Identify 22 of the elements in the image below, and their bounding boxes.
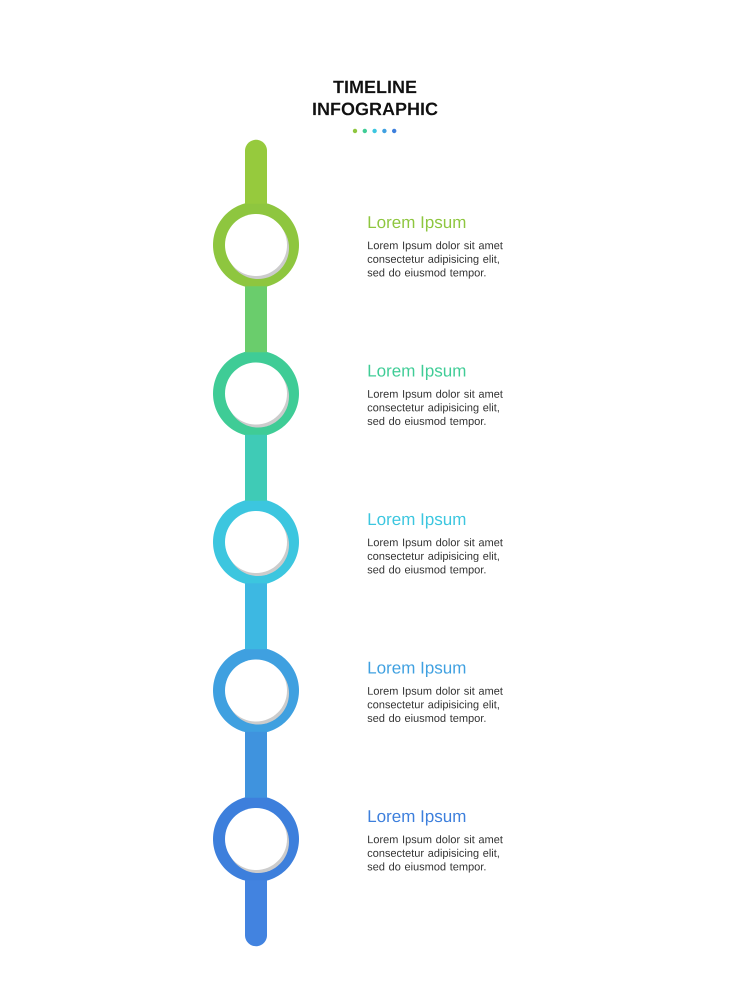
step-heading: Lorem Ipsum [368,513,466,529]
timeline-ring [213,648,299,734]
step-description: Lorem Ipsum dolor sit amet consectetur adipisicing elit, sed do eiusmod tempor. [368,538,503,576]
timeline-bar [245,140,267,204]
step-heading: Lorem Ipsum [368,810,466,826]
timeline-ring [213,796,299,882]
step-description: Lorem Ipsum dolor sit amet consectetur adipisicing elit, sed do eiusmod tempor. [368,835,503,873]
timeline-ring [213,202,299,288]
step-description: Lorem Ipsum dolor sit amet consectetur adipisicing elit, sed do eiusmod tempor. [368,241,503,279]
step-heading: Lorem Ipsum [368,216,466,232]
timeline-bar [245,286,267,352]
title: TIMELINE INFOGRAPHIC [313,80,438,116]
timeline-ring [213,499,299,585]
timeline-ring [213,350,299,436]
step-description: Lorem Ipsum dolor sit amet consectetur adipisicing elit, sed do eiusmod tempor. [368,686,503,724]
timeline-bar [245,434,267,501]
timeline-bar [245,880,267,946]
step-heading: Lorem Ipsum [368,662,466,678]
timeline-bar [245,732,267,798]
step-description: Lorem Ipsum dolor sit amet consectetur adipisicing elit, sed do eiusmod tempor. [368,390,503,428]
step-heading: Lorem Ipsum [368,364,466,380]
timeline-bar [245,583,267,650]
